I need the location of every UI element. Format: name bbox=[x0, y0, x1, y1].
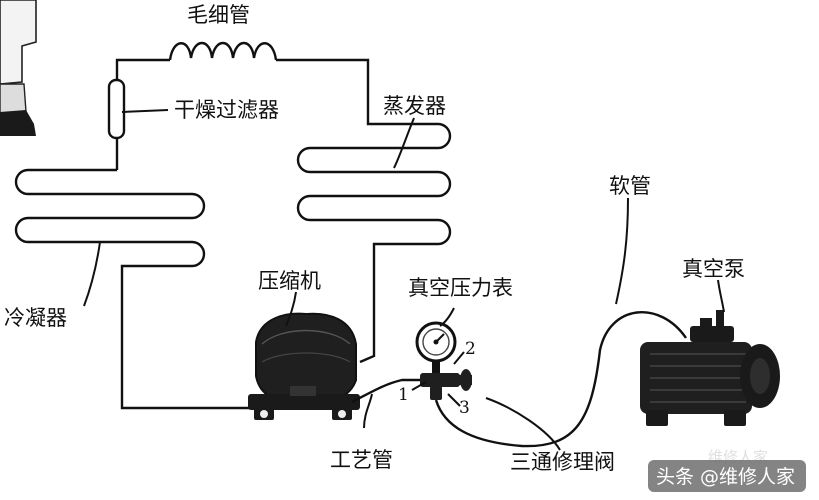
three-way-repair-valve bbox=[420, 369, 472, 400]
label-process-tube: 工艺管 bbox=[330, 448, 393, 472]
condenser-coil bbox=[14, 168, 258, 410]
label-three-way-valve: 三通修理阀 bbox=[510, 450, 615, 474]
compressor bbox=[248, 312, 360, 420]
dryer-filter bbox=[107, 74, 126, 170]
capillary-tube bbox=[115, 41, 438, 126]
process-tube bbox=[351, 378, 420, 404]
label-dryer-filter: 干燥过滤器 bbox=[174, 98, 279, 122]
vacuum-gauge bbox=[415, 321, 457, 374]
label-compressor: 压缩机 bbox=[258, 269, 321, 293]
label-port-3: 3 bbox=[459, 398, 470, 418]
label-condenser: 冷凝器 bbox=[4, 306, 67, 330]
label-vacuum-gauge: 真空压力表 bbox=[408, 276, 513, 300]
label-hose: 软管 bbox=[609, 174, 651, 198]
label-vacuum-pump: 真空泵 bbox=[682, 257, 745, 281]
leader-lines bbox=[83, 109, 725, 451]
watermark-text: 头条 @维修人家 bbox=[656, 466, 795, 488]
watermark: 维修人家 头条 @维修人家 bbox=[648, 448, 806, 492]
evaporator-coil bbox=[296, 122, 452, 364]
label-evaporator: 蒸发器 bbox=[383, 94, 446, 118]
label-port-2: 2 bbox=[465, 339, 476, 359]
person-figure bbox=[0, 0, 37, 136]
hose bbox=[434, 311, 687, 448]
vacuum-pump bbox=[640, 310, 780, 426]
label-port-1: 1 bbox=[398, 385, 409, 405]
label-capillary-tube: 毛细管 bbox=[187, 3, 250, 27]
